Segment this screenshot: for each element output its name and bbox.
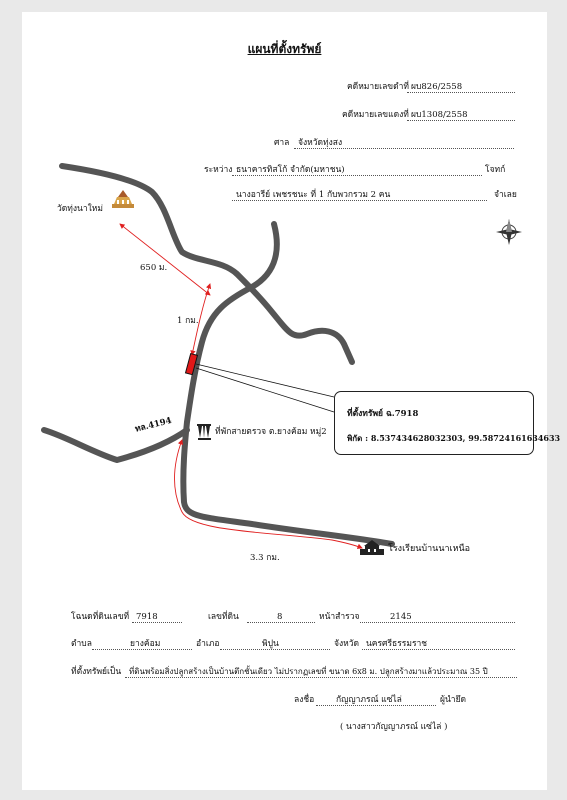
location-map xyxy=(41,163,522,555)
callout-title: ที่ตั้งทรัพย์ ฉ.7918 xyxy=(347,409,419,419)
sign-field: กัญญาภรณ์ แซ่ไล่ xyxy=(316,695,436,706)
district-label: อำเภอ xyxy=(196,639,220,649)
temple-icon xyxy=(112,190,134,208)
deed-field: 7918 xyxy=(132,612,182,623)
arrow-1km xyxy=(190,283,212,356)
police-post-label: ที่พักสายตรวจ ต.ยางค้อม หมู่2 xyxy=(215,427,327,437)
defendant-field: นางอารีย์ เพชรชนะ ที่ 1 กับพวกรวม 2 คน xyxy=(232,190,487,201)
defendant-role: จำเลย xyxy=(494,190,517,200)
land-no-label: เลขที่ดิน xyxy=(208,612,239,622)
road-north xyxy=(59,163,355,365)
province-field: นครศรีธรรมราช xyxy=(362,639,515,650)
compass-icon xyxy=(496,219,522,245)
plaintiff-role: โจทก์ xyxy=(485,165,506,175)
case-black-label: คดีหมายเลขดำที่ xyxy=(347,82,409,92)
plaintiff-field: ธนาคารทิสโก้ จำกัด(มหาชน) xyxy=(232,165,482,176)
case-red-label: คดีหมายเลขแดงที่ xyxy=(342,110,409,120)
arrow-3km xyxy=(174,439,363,549)
distance-1km: 1 กม. xyxy=(177,316,199,326)
road-4194 xyxy=(41,427,190,463)
sign-role: ผู้นำยึด xyxy=(440,695,467,705)
police-post-icon xyxy=(197,424,211,440)
signer-name: ( นางสาวกัญญาภรณ์ แซ่ไล่ ) xyxy=(340,722,448,732)
callout-coordinates: พิกัด : 8.537434628032303, 99.5872416163… xyxy=(347,433,561,443)
page-title: แผนที่ตั้งทรัพย์ xyxy=(247,42,322,56)
distance-3km: 3.3 กม. xyxy=(250,553,280,563)
survey-label: หน้าสำรวจ xyxy=(319,612,360,622)
property-marker xyxy=(184,352,199,376)
case-red-field: ผบ1308/2558 xyxy=(407,110,515,121)
property-callout: ที่ตั้งทรัพย์ ฉ.7918 พิกัด : 8.537434628… xyxy=(334,391,560,455)
property-field: ที่ดินพร้อมสิ่งปลูกสร้างเป็นบ้านตึกชั้นเ… xyxy=(125,667,517,678)
property-label: ที่ตั้งทรัพย์เป็น xyxy=(71,667,122,677)
land-no-field: 8 xyxy=(247,612,315,623)
between-label: ระหว่าง xyxy=(204,165,233,175)
province-label: จังหวัด xyxy=(334,639,360,649)
subdistrict-label: ตำบล xyxy=(71,639,92,649)
subdistrict-field: ยางค้อม xyxy=(92,639,192,650)
document-page: แผนที่ตั้งทรัพย์ คดีหมายเลขดำที่ ผบ826/2… xyxy=(22,12,560,790)
sign-label: ลงชื่อ xyxy=(294,695,315,705)
case-black-field: ผบ826/2558 xyxy=(407,82,515,93)
distance-650m: 650 ม. xyxy=(140,263,168,273)
deed-label: โฉนดที่ดินเลขที่ xyxy=(71,612,130,622)
court-label: ศาล xyxy=(274,138,290,148)
survey-field: 2145 xyxy=(360,612,515,623)
school-icon xyxy=(360,540,384,555)
district-field: พิปูน xyxy=(220,639,330,650)
court-field: จังหวัดทุ่งสง xyxy=(294,138,514,149)
road-main xyxy=(180,221,395,547)
school-label: โรงเรียนบ้านนาเหนือ xyxy=(388,544,471,554)
temple-label: วัดทุ่งนาใหม่ xyxy=(57,204,103,214)
